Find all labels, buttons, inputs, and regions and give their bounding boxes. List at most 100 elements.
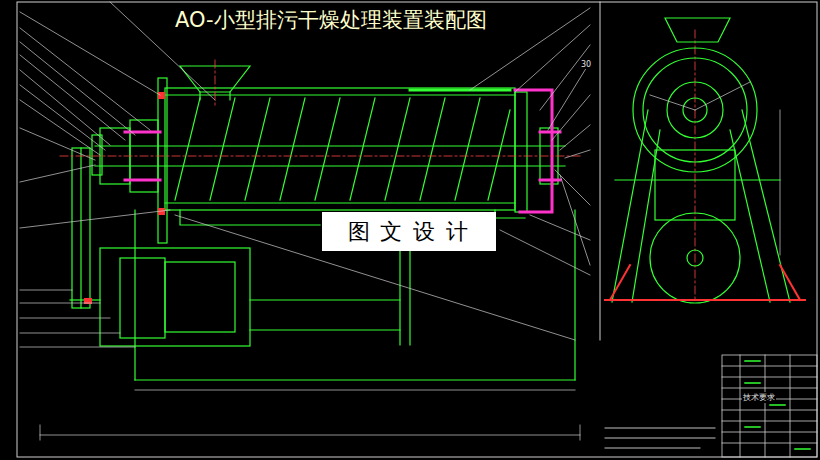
drawing-line — [20, 210, 170, 228]
drawing-line — [120, 258, 165, 338]
drawing-line — [20, 290, 72, 291]
drawing-line — [20, 85, 105, 150]
drawing-line — [740, 355, 741, 457]
drawing-line — [84, 92, 165, 304]
drawing-line — [40, 435, 580, 436]
drawing-line — [245, 98, 270, 200]
drawing-line — [385, 98, 410, 200]
watermark-box: 图 文 设 计 — [322, 212, 496, 251]
drawing-line — [695, 30, 696, 300]
drawing-line — [643, 58, 747, 162]
drawing-line — [455, 98, 480, 200]
drawing-line — [605, 265, 805, 300]
drawing-line — [610, 265, 630, 300]
drawing-line — [500, 230, 590, 275]
drawing-line — [730, 130, 770, 302]
drawing-line — [722, 366, 817, 367]
drawing-line — [20, 128, 95, 160]
drawing-line — [134, 210, 135, 380]
drawing-line — [410, 89, 510, 92]
drawing-line — [574, 210, 575, 380]
drawing-line — [515, 25, 590, 92]
drawing-line — [722, 443, 817, 444]
drawing-line — [615, 179, 780, 180]
drawing-line — [175, 98, 510, 200]
drawing-line — [722, 355, 817, 457]
drawing-line — [229, 92, 230, 100]
drawing-line — [605, 428, 715, 429]
drawing-line — [488, 110, 510, 200]
drawing-line — [165, 88, 515, 210]
drawing-line — [745, 361, 810, 449]
drawing-line — [95, 145, 565, 146]
drawing-line — [600, 2, 601, 340]
drawing-line — [742, 110, 790, 302]
drawing-line — [765, 355, 766, 457]
drawing-line — [605, 438, 715, 439]
drawing-line — [95, 165, 565, 166]
drawing-line — [795, 448, 810, 450]
drawing-line — [650, 82, 750, 110]
drawing-line — [135, 390, 575, 391]
notes-heading: 技术要求 — [742, 392, 776, 403]
drawing-line — [540, 179, 560, 182]
drawing-line — [515, 90, 552, 212]
drawing-line — [612, 110, 648, 302]
drawing-line — [655, 150, 735, 220]
drawing-line — [100, 248, 250, 346]
drawing-line — [125, 179, 160, 182]
drawing-line — [580, 425, 581, 440]
drawing-line — [60, 156, 580, 157]
drawing-line — [20, 55, 125, 140]
drawing-line — [420, 98, 445, 200]
drawing-line — [565, 150, 590, 158]
drawing-line — [605, 448, 700, 449]
drawing-line — [20, 28, 150, 130]
drawing-line — [530, 215, 590, 240]
drawing-line — [158, 78, 167, 243]
drawing-line — [280, 98, 305, 200]
drawing-line — [20, 333, 120, 334]
drawing-line — [158, 92, 165, 99]
drawing-line — [560, 125, 590, 150]
drawing-line — [20, 42, 135, 135]
drawing-line — [20, 318, 110, 319]
drawing-line — [165, 202, 515, 203]
drawing-line — [20, 2, 575, 347]
drawing-line — [665, 18, 730, 42]
drawing-line — [165, 94, 515, 95]
drawing-line — [722, 388, 817, 389]
drawing-line — [612, 18, 790, 303]
drawing-line — [560, 175, 590, 265]
drawing-line — [250, 299, 400, 300]
drawing-line — [687, 250, 703, 266]
drawing-title: AO-小型排污干燥处理装置装配图 — [175, 6, 487, 34]
drawing-line — [745, 360, 760, 362]
drawing-line — [722, 377, 817, 378]
drawing-line — [605, 299, 805, 301]
drawing-line — [315, 98, 340, 200]
drawing-line — [770, 404, 785, 406]
drawing-line — [125, 90, 560, 212]
drawing-line — [540, 131, 560, 134]
drawing-line — [80, 148, 81, 308]
drawing-line — [215, 60, 216, 105]
drawing-line — [60, 30, 695, 300]
drawing-line — [210, 98, 235, 200]
drawing-line — [722, 432, 817, 433]
drawing-line — [350, 98, 375, 200]
drawing-line — [552, 95, 590, 140]
drawing-line — [135, 379, 575, 380]
drawing-line — [780, 265, 800, 300]
callout-number: 30 — [580, 60, 592, 69]
drawing-line — [20, 347, 135, 348]
drawing-line — [515, 92, 527, 212]
drawing-line — [20, 100, 100, 155]
drawing-line — [650, 95, 695, 110]
drawing-line — [410, 89, 510, 92]
drawing-line — [745, 382, 760, 384]
drawing-line — [722, 421, 817, 422]
drawing-line — [40, 425, 41, 440]
drawing-line — [17, 2, 817, 457]
